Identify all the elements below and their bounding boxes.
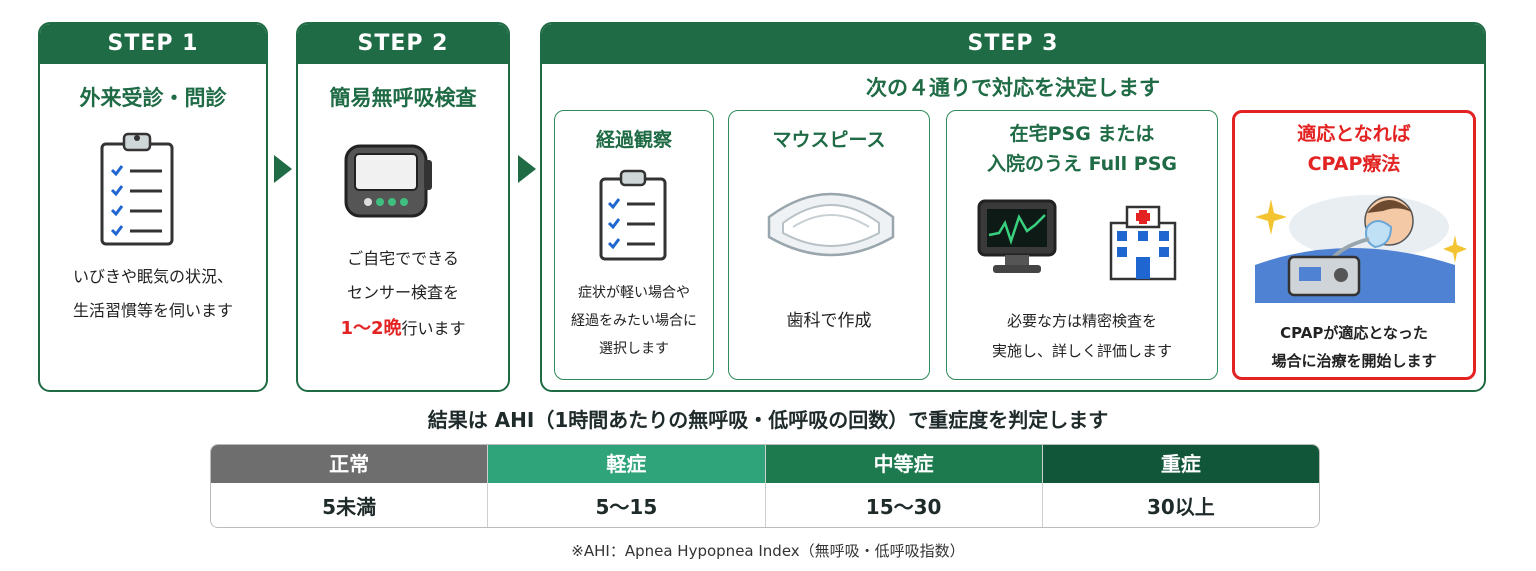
severity-value: 5未満 [211, 483, 488, 527]
step1-line-1: いびきや眠気の状況、 [72, 267, 233, 286]
severity-col-normal: 正常 5未満 [211, 445, 489, 527]
option-1-line-2: 経過をみたい場合に [571, 313, 697, 329]
step2-line-2: センサー検査を [346, 283, 459, 302]
flow-arrow-1 [274, 155, 292, 183]
severity-value: 15～30 [765, 483, 1042, 527]
severity-col-severe: 重症 30以上 [1042, 445, 1319, 527]
step2-line-3: 1～2晩行います [298, 312, 508, 346]
result-title: 結果は AHI（1時間あたりの無呼吸・低呼吸の回数）で重症度を判定します [427, 408, 1109, 432]
option-1-line-1: 症状が軽い場合や [578, 285, 690, 301]
step3-card: STEP 3 次の４通りで対応を決定します 経過観察 症状が軽い場合や 経過をみ… [540, 22, 1486, 392]
option-cpap: 適応となれば CPAP療法 CPAPが適応となった 場合に治療を開始します [1232, 110, 1476, 380]
flow-arrow-2 [518, 155, 536, 183]
option-observation: 経過観察 症状が軽い場合や 経過をみたい場合に 選択します [554, 110, 714, 380]
step1-card: STEP 1 外来受診・問診 いびきや眠気の状況、 生活習慣等を伺います [38, 22, 268, 392]
monitor-graph-icon [977, 199, 1057, 273]
severity-table: 正常 5未満 軽症 5～15 中等症 15～30 重症 30以上 [210, 444, 1320, 528]
step3-subtitle: 次の４通りで対応を決定します [866, 76, 1160, 100]
option-psg: 在宅PSG または 入院のうえ Full PSG 必要な方は精密検査を 実施し、… [946, 110, 1218, 380]
option-2-line-1: 歯科で作成 [786, 311, 872, 331]
step2-header: STEP 2 [298, 24, 508, 64]
hospital-icon [1109, 205, 1177, 281]
option-3-line-2: 実施し、詳しく評価します [991, 342, 1172, 360]
option-1-line-3: 選択します [599, 341, 669, 357]
option-1-title: 経過観察 [595, 129, 672, 151]
step2-title: 簡易無呼吸検査 [329, 86, 477, 110]
severity-label: 正常 [211, 445, 488, 483]
option-3-title-2: 入院のうえ Full PSG [986, 153, 1178, 175]
severity-label: 軽症 [488, 445, 765, 483]
option-4-title-2: CPAP療法 [1307, 153, 1401, 175]
sparkle-icon [1443, 235, 1467, 263]
severity-col-mild: 軽症 5～15 [488, 445, 766, 527]
severity-value: 30以上 [1042, 483, 1319, 527]
step2-nights-highlight: 1～2晩 [340, 318, 402, 339]
option-mouthpiece: マウスピース 歯科で作成 [728, 110, 930, 380]
step2-line-3-rest: 行います [401, 319, 466, 338]
step1-header: STEP 1 [40, 24, 266, 64]
sparkle-icon [1255, 199, 1287, 235]
severity-value: 5～15 [488, 483, 765, 527]
option-2-title: マウスピース [772, 129, 886, 151]
severity-col-moderate: 中等症 15～30 [765, 445, 1043, 527]
option-4-title-1: 適応となれば [1297, 123, 1411, 145]
severity-label: 中等症 [765, 445, 1042, 483]
clipboard-checklist-icon [599, 169, 667, 261]
step2-line-1: ご自宅でできる [347, 249, 459, 268]
cpap-patient-icon [1255, 195, 1455, 303]
clipboard-checklist-icon [100, 132, 174, 246]
option-3-line-1: 必要な方は精密検査を [1006, 312, 1157, 330]
step1-title: 外来受診・問診 [79, 86, 227, 110]
step2-card: STEP 2 簡易無呼吸検査 ご自宅でできる センサー検査を 1～2晩行います [296, 22, 510, 392]
step1-line-2: 生活習慣等を伺います [72, 301, 233, 320]
sleep-sensor-device-icon [344, 144, 432, 218]
ahi-footnote: ※AHI：Apnea Hypopnea Index（無呼吸・低呼吸指数） [571, 542, 965, 560]
mouthpiece-icon [767, 192, 895, 257]
option-4-line-2: 場合に治療を開始します [1271, 352, 1437, 370]
step3-header: STEP 3 [542, 24, 1484, 64]
option-4-line-1: CPAPが適応となった [1280, 324, 1428, 342]
option-3-title-1: 在宅PSG または [1009, 123, 1155, 145]
severity-label: 重症 [1042, 445, 1319, 483]
